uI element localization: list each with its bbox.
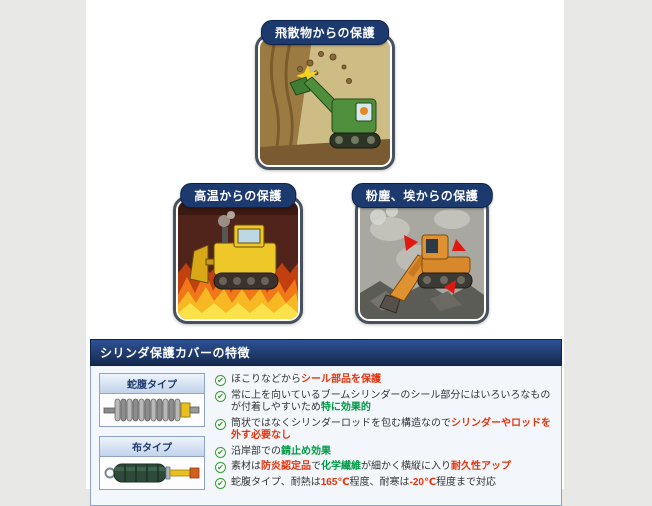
features-header: シリンダ保護カバーの特徴 [90,339,562,366]
excavator-in-dust-illustration [360,201,484,319]
bullet-segment: が細かく横縦に入り [361,461,451,472]
features-section: シリンダ保護カバーの特徴 蛇腹タイプ [90,339,562,506]
bullet-segment: 沿岸部での [231,445,281,457]
bullet-segment: 防炎認定品 [261,461,311,472]
check-icon: ✔ [215,477,226,489]
bullet-segment: 蛇腹タイプ、耐熱は [231,476,321,488]
check-icon: ✔ [215,462,226,473]
bullet-segment: シール部品を保護 [301,374,381,385]
feature-bullet: ✔ 素材は防炎認定品で化学繊維が細かく横縦に入り耐久性アップ [215,461,553,474]
bullet-segment: ほこりなどから [231,374,301,385]
bullet-segment: 耐久性アップ [451,461,511,472]
product-label-bellows: 蛇腹タイプ [100,374,204,394]
bullet-text: 素材は防炎認定品で化学繊維が細かく横縦に入り耐久性アップ [231,461,511,474]
bullet-segment: で [311,461,321,472]
check-icon: ✔ [215,446,226,458]
card-title-dust: 粉塵、埃からの保護 [351,183,493,208]
bulldozer-over-flames-illustration [178,201,298,319]
illustration-card-heat [173,196,303,324]
bullet-segment: 程度、耐寒は [349,476,410,488]
bullet-segment: 常に上を向いているブームシリンダーのシール部分にはいろいろなものが付着しやすいた… [231,389,551,414]
bullet-segment: 165℃ [320,476,350,488]
product-image-cloth [100,457,204,489]
bullet-text: 蛇腹タイプ、耐熱は165℃程度、耐寒は-20℃程度まで対応 [231,477,496,490]
feature-bullet: ✔ 常に上を向いているブームシリンダーのシール部分にはいろいろなものが付着しやす… [215,390,553,415]
bullet-segment: -20℃ [409,476,437,488]
check-icon: ✔ [215,375,226,386]
feature-bullet: ✔ ほこりなどからシール部品を保護 [215,374,553,387]
bullet-text: 常に上を向いているブームシリンダーのシール部分にはいろいろなものが付着しやすいた… [231,390,553,415]
bullet-text: 筒状ではなくシリンダーロッドを包む構造なのでシリンダーやロッドを外す必要なし [231,418,553,443]
card-title-heat: 高温からの保護 [180,183,296,208]
cloth-type-cover-illustration [104,463,200,483]
product-label-cloth: 布タイプ [100,437,204,457]
bullet-segment: 錆止め効果 [281,445,331,457]
feature-bullets-column: ✔ ほこりなどからシール部品を保護 ✔ 常に上を向いているブームシリンダーのシー… [215,373,553,499]
feature-bullet-list: ✔ ほこりなどからシール部品を保護 ✔ 常に上を向いているブームシリンダーのシー… [215,374,553,489]
bullet-segment: 素材は [231,461,261,472]
product-image-bellows [100,394,204,426]
feature-bullet: ✔ 沿岸部での錆止め効果 [215,446,553,459]
illustration-card-flying-debris [255,34,395,170]
bullet-segment: 程度まで対応 [436,476,497,488]
bullet-segment: シリンダーやロッドを外す必要なし [231,417,551,442]
bullet-text: ほこりなどからシール部品を保護 [231,374,381,387]
excavator-flying-debris-illustration [260,39,390,165]
check-icon: ✔ [215,390,226,402]
illustration-card-dust [355,196,489,324]
bullet-segment: 化学繊維 [321,461,361,472]
bullet-segment: 特に効果的 [320,402,371,413]
card-title-flying-debris: 飛散物からの保護 [260,20,390,45]
bullet-segment: 筒状ではなくシリンダーロッドを包む構造なので [231,417,451,429]
product-types-column: 蛇腹タイプ [99,373,205,499]
product-tile-bellows: 蛇腹タイプ [99,373,205,427]
feature-bullet: ✔ 筒状ではなくシリンダーロッドを包む構造なのでシリンダーやロッドを外す必要なし [215,418,553,443]
bullet-text: 沿岸部での錆止め効果 [231,446,331,459]
feature-bullet: ✔ 蛇腹タイプ、耐熱は165℃程度、耐寒は-20℃程度まで対応 [215,477,553,490]
features-body: 蛇腹タイプ [90,366,562,506]
check-icon: ✔ [215,418,226,430]
bellows-type-cover-illustration [103,398,200,422]
product-tile-cloth: 布タイプ [99,436,205,490]
